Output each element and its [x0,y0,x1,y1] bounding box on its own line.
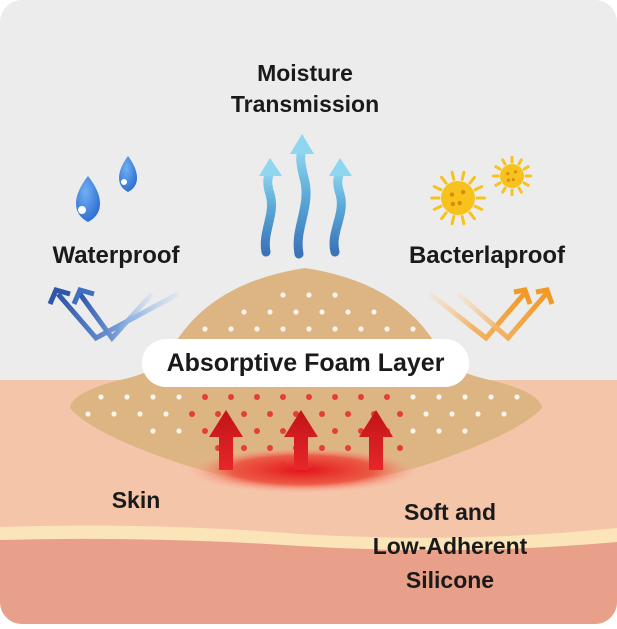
foam-pore [228,394,234,400]
foam-pore [475,411,481,417]
deep-skin-layer [0,538,617,624]
foam-pore [306,292,312,298]
foam-pore [410,394,416,400]
foam-pore [202,326,208,332]
foam-pore [293,411,299,417]
foam-pore [150,428,156,434]
foam-pore [254,326,260,332]
foam-pore [241,411,247,417]
sun-icon [491,155,533,197]
foam-pore [345,411,351,417]
foam-pore [358,394,364,400]
foam-pore [111,411,117,417]
foam-pore [488,394,494,400]
foam-pore [358,326,364,332]
silicone-label-line1: Soft and [404,499,496,525]
silicone-label-line2: Low-Adherent [372,533,528,559]
foam-pore [150,394,156,400]
foam-pore [371,309,377,315]
foam-pore [462,394,468,400]
foam-pore [163,411,169,417]
foam-pore [280,462,286,468]
foam-pore [228,326,234,332]
foam-pore [501,411,507,417]
foam-pore [332,326,338,332]
foam-pore [514,394,520,400]
moisture-label-line2: Transmission [230,91,380,117]
foam-pore [384,394,390,400]
foam-pore [85,411,91,417]
foam-pore [137,411,143,417]
bacteriaproof-arrows [428,287,555,342]
foam-pore [280,428,286,434]
foam-pore [332,428,338,434]
foam-layer-pill: Absorptive Foam Layer [142,339,469,387]
foam-pore [176,394,182,400]
foam-pore [436,394,442,400]
foam-pore [345,309,351,315]
foam-pore [254,428,260,434]
foam-pore [267,411,273,417]
foam-pore [241,309,247,315]
foam-pore [293,309,299,315]
foam-layer-label: Absorptive Foam Layer [166,348,445,377]
moisture-label-line1: Moisture [257,60,353,86]
waterproof-label: Waterproof [52,242,180,269]
bacteriaproof-label: Bacterlaproof [408,242,566,269]
foam-pore [176,428,182,434]
foam-pore [319,411,325,417]
sun-icon [430,170,486,226]
foam-pore [189,411,195,417]
foam-pore [306,326,312,332]
foam-pore [332,292,338,298]
foam-pore [280,292,286,298]
moisture-transmission-label: Moisture Transmission [200,58,410,120]
foam-pore [280,326,286,332]
foam-pore [332,394,338,400]
moisture-arrows [259,134,352,259]
up-arrow-icon [209,410,243,470]
foam-pore [124,394,130,400]
foam-pore [397,445,403,451]
foam-pore [384,326,390,332]
foam-pore [98,394,104,400]
foam-pore [280,394,286,400]
foam-pore [410,326,416,332]
up-arrow-icon [284,410,318,470]
foam-pore [306,394,312,400]
exudate-arrows [209,410,393,470]
foam-pore [241,445,247,451]
foam-pore [423,411,429,417]
foam-pore [462,428,468,434]
foam-pore [202,394,208,400]
foam-pore [267,445,273,451]
foam-pore [319,309,325,315]
foam-pore [202,428,208,434]
foam-pore [345,445,351,451]
foam-pore [267,309,273,315]
foam-pore [449,411,455,417]
foam-pore [397,411,403,417]
silicone-label-line3: Silicone [405,567,495,593]
silicone-label: Soft and Low-Adherent Silicone [340,495,560,597]
foam-pore [319,445,325,451]
silicone-stripe [0,525,617,555]
foam-pore [254,394,260,400]
foam-pore [410,428,416,434]
foam-pore [436,428,442,434]
waterproof-arrows [47,286,180,342]
water-drop-icon [76,176,100,222]
skin-label: Skin [111,487,161,513]
up-arrow-icon [359,410,393,470]
foam-pore [215,411,221,417]
water-drop-icon [119,156,137,192]
